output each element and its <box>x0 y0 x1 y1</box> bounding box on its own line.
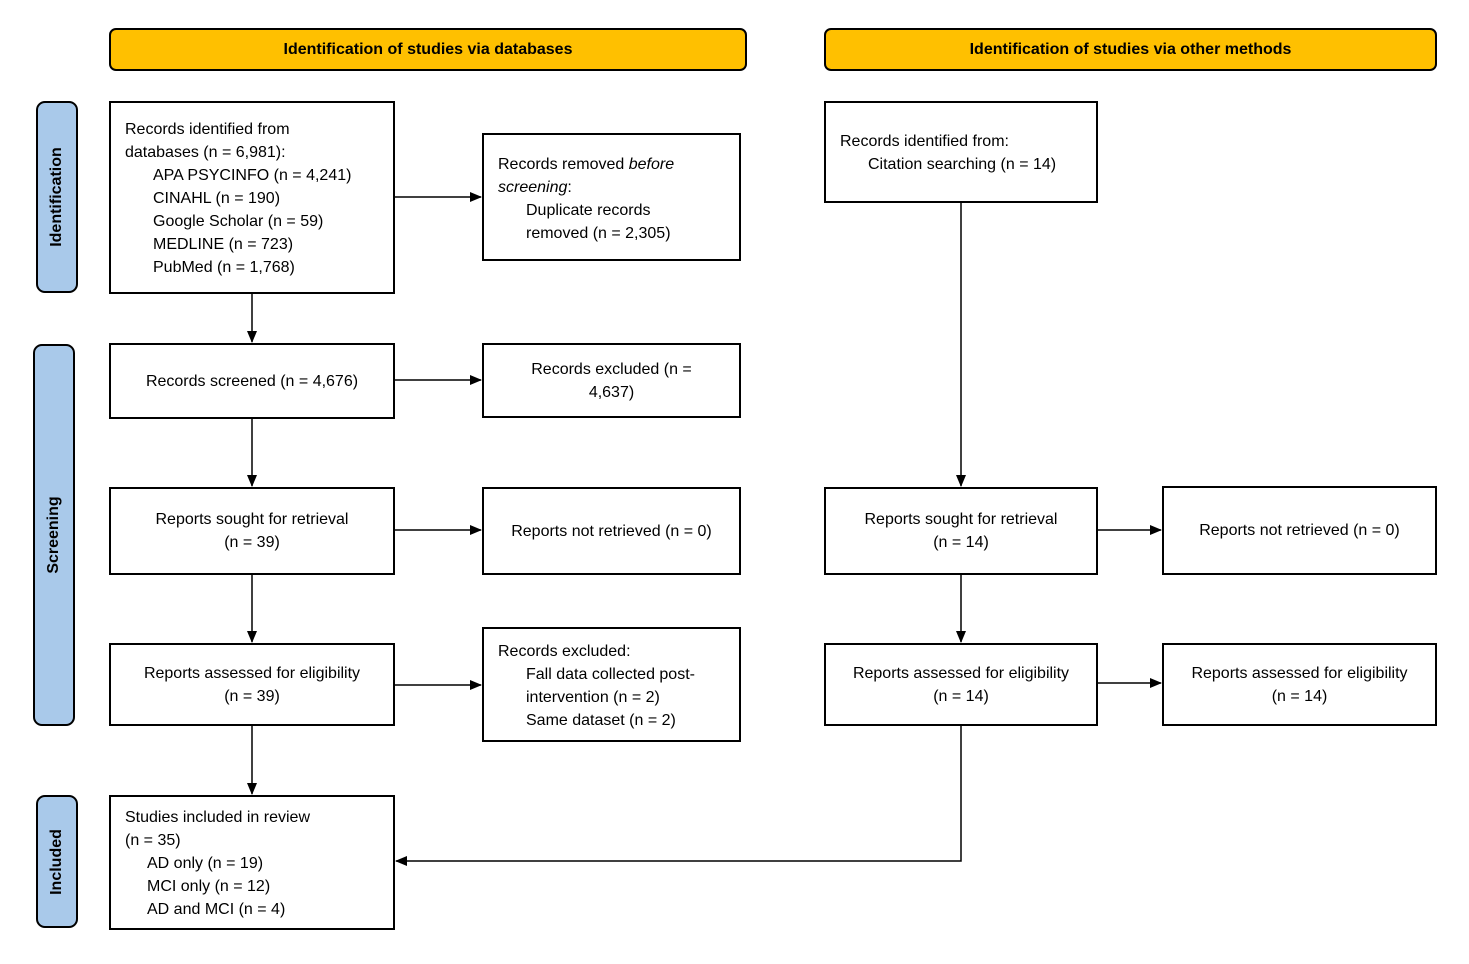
reports-not-retrieved-other-box: Reports not retrieved (n = 0) <box>1162 486 1437 575</box>
records-identified-other-line2: Citation searching (n = 14) <box>868 156 1057 173</box>
records-identified-other-line1: Records identified from: <box>840 133 1009 150</box>
records-identified-other-box: Records identified from: Citation search… <box>824 101 1098 203</box>
phase-included: Included <box>36 795 78 928</box>
reports-sought-db-line1: Reports sought for retrieval <box>155 511 349 528</box>
included-ad-and-mci: AD and MCI (n = 4) <box>147 901 286 918</box>
records-screened-text: Records screened (n = 4,676) <box>145 372 359 390</box>
header-other-text: Identification of studies via other meth… <box>969 40 1292 58</box>
records-identified-databases-box: Records identified from databases (n = 6… <box>109 101 395 294</box>
records-excluded-box: Records excluded (n = 4,637) <box>482 343 741 418</box>
reports-assessed-other-line2: (n = 14) <box>933 687 989 705</box>
records-removed-box: Records removed before screening: Duplic… <box>482 133 741 261</box>
reports-excluded-line4: Same dataset (n = 2) <box>526 712 676 729</box>
reports-not-retrieved-other-text: Reports not retrieved (n = 0) <box>1199 522 1400 539</box>
reports-assessed-right-line2: (n = 14) <box>1271 687 1328 705</box>
records-removed-prefix: Records removed <box>498 156 629 173</box>
source-cinahl: CINAHL (n = 190) <box>153 190 281 207</box>
reports-excluded-line2: Fall data collected post- <box>526 666 695 683</box>
reports-assessed-right-box: Reports assessed for eligibility (n = 14… <box>1162 643 1437 726</box>
reports-not-retrieved-db-text: Reports not retrieved (n = 0) <box>511 522 712 540</box>
included-ad-only: AD only (n = 19) <box>147 855 264 872</box>
reports-excluded-line1: Records excluded: <box>498 643 631 660</box>
phase-identification: Identification <box>36 101 78 293</box>
records-identified-line2: databases (n = 6,981): <box>125 144 286 161</box>
reports-sought-other-box: Reports sought for retrieval (n = 14) <box>824 487 1098 575</box>
studies-included-line2: (n = 35) <box>125 832 181 849</box>
header-other-methods: Identification of studies via other meth… <box>824 28 1437 71</box>
reports-excluded-line3: intervention (n = 2) <box>526 689 660 706</box>
reports-assessed-other-box: Reports assessed for eligibility (n = 14… <box>824 643 1098 726</box>
records-removed-screening: screening <box>498 179 568 196</box>
reports-sought-other-line2: (n = 14) <box>933 534 989 551</box>
records-excluded-line2: 4,637) <box>588 383 635 401</box>
reports-sought-databases-box: Reports sought for retrieval (n = 39) <box>109 487 395 575</box>
records-removed-colon: : <box>567 179 572 196</box>
records-removed-before: before <box>628 156 675 173</box>
source-psycinfo: APA PSYCINFO (n = 4,241) <box>153 167 352 184</box>
reports-assessed-other-line1: Reports assessed for eligibility <box>852 664 1070 682</box>
reports-assessed-databases-box: Reports assessed for eligibility (n = 39… <box>109 643 395 726</box>
records-screened-box: Records screened (n = 4,676) <box>109 343 395 419</box>
reports-sought-other-line1: Reports sought for retrieval <box>864 511 1058 528</box>
studies-included-box: Studies included in review (n = 35) AD o… <box>109 795 395 930</box>
reports-assessed-right-line1: Reports assessed for eligibility <box>1191 664 1408 682</box>
reports-excluded-box: Records excluded: Fall data collected po… <box>482 627 741 742</box>
records-removed-line2: screening: <box>498 176 739 199</box>
source-medline: MEDLINE (n = 723) <box>153 236 294 253</box>
source-pubmed: PubMed (n = 1,768) <box>153 259 295 276</box>
records-removed-line4: removed (n = 2,305) <box>526 225 671 242</box>
arrow-other-assessed-to-included <box>395 726 962 866</box>
reports-assessed-db-line1: Reports assessed for eligibility <box>143 664 361 682</box>
records-removed-line1: Records removed before <box>498 153 739 176</box>
included-mci-only: MCI only (n = 12) <box>147 878 271 895</box>
reports-not-retrieved-databases-box: Reports not retrieved (n = 0) <box>482 487 741 575</box>
phase-screening: Screening <box>33 344 75 726</box>
studies-included-line1: Studies included in review <box>125 809 310 826</box>
source-google-scholar: Google Scholar (n = 59) <box>153 213 324 230</box>
reports-assessed-db-line2: (n = 39) <box>224 687 280 705</box>
header-databases: Identification of studies via databases <box>109 28 747 71</box>
records-excluded-line1: Records excluded (n = <box>531 360 692 378</box>
header-databases-text: Identification of studies via databases <box>283 40 573 58</box>
records-identified-line1: Records identified from <box>125 121 290 138</box>
reports-sought-db-line2: (n = 39) <box>224 534 280 551</box>
records-removed-line3: Duplicate records <box>526 202 651 219</box>
